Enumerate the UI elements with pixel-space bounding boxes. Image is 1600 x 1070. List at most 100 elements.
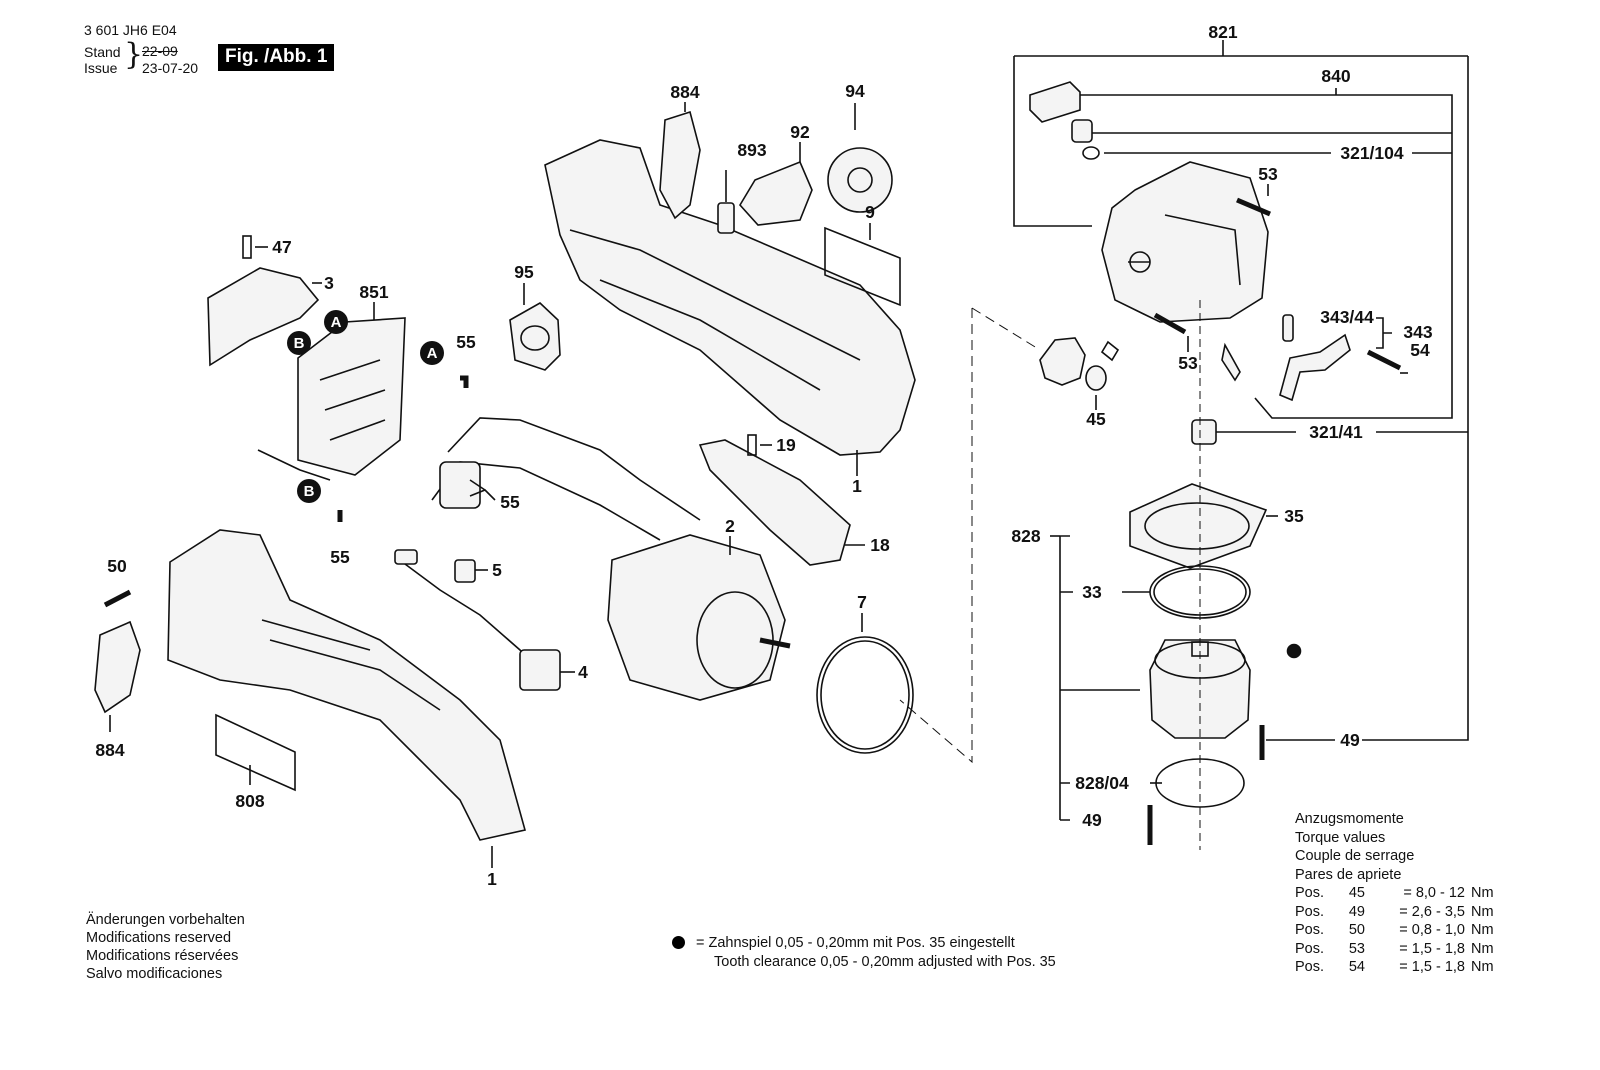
callout-54: 54 <box>1410 340 1430 360</box>
nut-45-part <box>1085 365 1107 391</box>
gear-housing-bore <box>1129 251 1151 273</box>
callout-7: 7 <box>857 592 867 612</box>
callout-47: 47 <box>272 237 291 257</box>
callout-19: 19 <box>776 435 796 455</box>
leader-55-terminal <box>469 479 496 501</box>
end-cap-95-part <box>509 302 561 371</box>
gear-housing-detail <box>1128 214 1241 286</box>
issue-label: Issue <box>84 60 118 76</box>
marker-a-2: A <box>420 341 444 365</box>
tooth-clearance-dot <box>1286 643 1302 659</box>
callout-55-terminal: 55 <box>500 492 520 512</box>
lever-cap-part <box>1029 81 1081 123</box>
wire-harness-part <box>447 417 701 521</box>
callout-4: 4 <box>578 662 588 682</box>
label-9-part <box>824 226 901 307</box>
housing-half-lower-part <box>167 529 526 841</box>
callout-5: 5 <box>492 560 502 580</box>
assembly-path-line <box>899 308 973 764</box>
motor-shaft <box>759 637 791 649</box>
tooth-clearance-line-2: Tooth clearance 0,05 - 0,20mm adjusted w… <box>714 954 1056 970</box>
callout-828: 828 <box>1011 526 1040 546</box>
callout-1-upper: 1 <box>852 476 862 496</box>
label-808-part <box>215 713 296 792</box>
pin-part <box>1221 342 1241 382</box>
torque-values-block: Anzugsmomente Torque values Couple de se… <box>1295 810 1494 977</box>
callout-840: 840 <box>1321 66 1350 86</box>
gear-housing-part <box>1101 161 1269 323</box>
callout-821: 821 <box>1208 22 1237 42</box>
clamp-ring-7-part <box>816 636 914 754</box>
disc-92-part <box>739 160 813 226</box>
note-line-es: Salvo modificaciones <box>86 966 223 982</box>
clamp-ring-7-inner <box>820 640 910 750</box>
bearing-321-41-part <box>1191 419 1217 445</box>
callout-94: 94 <box>845 81 865 101</box>
bullet-dot-icon <box>672 936 685 949</box>
bracket-B-lines <box>257 449 331 481</box>
flange-plate-part <box>1129 483 1268 569</box>
screw-50-part <box>103 589 132 608</box>
svg-text:A: A <box>427 345 438 362</box>
wire-terminal-part <box>439 461 481 509</box>
stand-label: Stand <box>84 44 121 60</box>
callout-50: 50 <box>107 556 127 576</box>
callout-343-44: 343/44 <box>1320 307 1374 327</box>
torque-title-de: Anzugsmomente <box>1295 811 1404 827</box>
svg-text:B: B <box>294 335 305 352</box>
brace-icon: } <box>124 37 144 72</box>
callout-321-104: 321/104 <box>1340 143 1404 163</box>
bevel-gear-assembly-part <box>1149 639 1251 739</box>
svg-text:B: B <box>304 483 315 500</box>
callout-49-lower: 49 <box>1082 810 1102 830</box>
lock-lever-343-part <box>1279 333 1351 402</box>
callout-55-lower: 55 <box>330 547 350 567</box>
callout-851: 851 <box>359 282 388 302</box>
motor-2-end <box>696 591 774 689</box>
fan-94-part <box>827 147 893 213</box>
callout-828-04: 828/04 <box>1075 773 1129 793</box>
bracket-343 <box>1376 317 1392 349</box>
callout-33: 33 <box>1082 582 1102 602</box>
marker-b-2: B <box>297 479 321 503</box>
callout-893: 893 <box>737 140 766 160</box>
notes-block: Änderungen vorbehalten Modifications res… <box>86 911 245 983</box>
svg-text:A: A <box>331 314 342 331</box>
end-cap-95-bore <box>520 325 550 351</box>
callout-53-lower: 53 <box>1178 353 1198 373</box>
callout-45: 45 <box>1086 409 1106 429</box>
callout-18: 18 <box>870 535 890 555</box>
callout-92: 92 <box>790 122 810 142</box>
spring-part <box>1071 119 1093 143</box>
callout-884-upper: 884 <box>670 82 699 102</box>
callout-321-41: 321/41 <box>1309 422 1363 442</box>
spring-47-part <box>242 235 252 259</box>
assembly-path-line-2 <box>971 307 1041 351</box>
screw-54-part <box>1366 349 1402 371</box>
callout-95: 95 <box>514 262 534 282</box>
marker-a-1: A <box>324 310 348 334</box>
spring-19-part <box>747 434 757 456</box>
callout-35: 35 <box>1284 506 1304 526</box>
part-number: 3 601 JH6 E04 <box>84 22 177 38</box>
callout-808: 808 <box>235 791 264 811</box>
fan-94-hub <box>847 167 873 193</box>
callout-53-upper: 53 <box>1258 164 1278 184</box>
figure-label: Fig. /Abb. 1 <box>218 44 335 71</box>
screw-55-upper-part <box>460 375 469 388</box>
callout-9: 9 <box>865 202 875 222</box>
note-line-fr: Modifications réservées <box>86 948 239 964</box>
bracket-828 <box>1059 535 1140 821</box>
switch-18-part <box>698 439 851 566</box>
vent-grille-upper-part <box>659 110 701 220</box>
housing-half-upper-detail <box>569 229 861 391</box>
motor-2-part <box>607 534 786 701</box>
callout-2: 2 <box>725 516 735 536</box>
issue-date: 23-07-20 <box>142 60 199 76</box>
